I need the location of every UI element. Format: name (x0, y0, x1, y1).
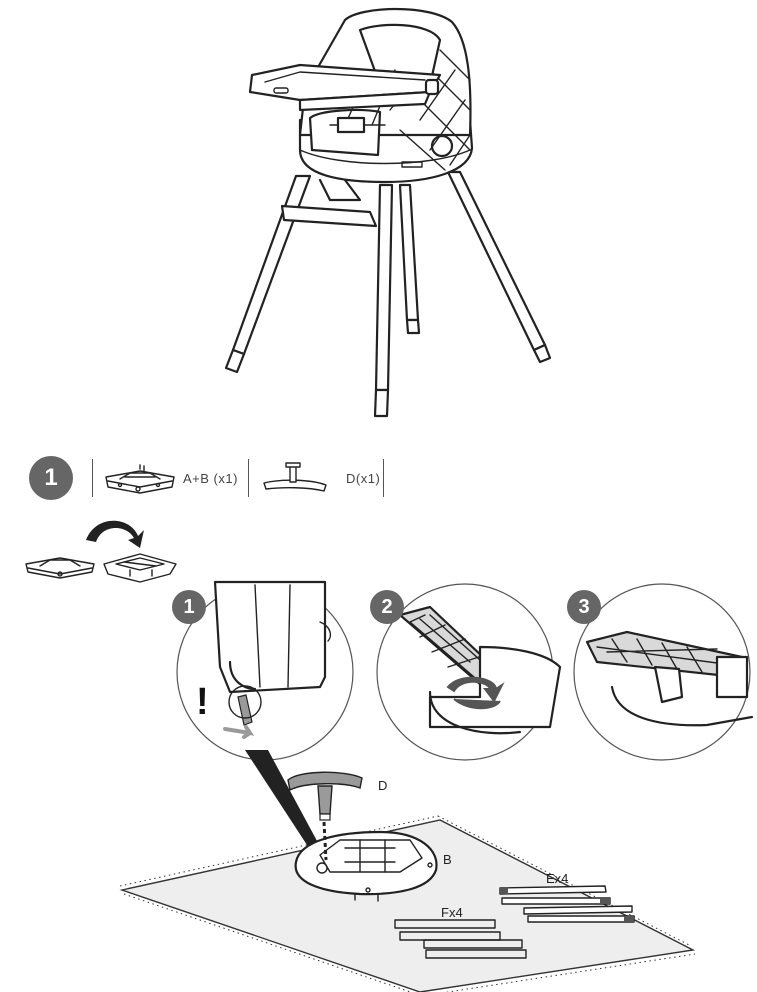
callout-label-f: Fx4 (441, 905, 463, 920)
detail-pointer (245, 750, 330, 868)
base-part-b (294, 830, 438, 902)
stand-part-icon (263, 462, 327, 492)
base-upright (25, 557, 95, 579)
base-flipped (103, 553, 177, 583)
detail-circle-2 (376, 583, 562, 761)
stand-part-d (287, 771, 363, 861)
callout-label-e: Ex4 (546, 871, 569, 886)
warning-exclamation-icon: ! (196, 681, 209, 723)
chair-legs (224, 170, 552, 418)
detail-circle-1 (176, 580, 354, 761)
rods-f (394, 919, 527, 959)
step-number: 1 (44, 464, 58, 491)
high-chair-illustration (224, 7, 552, 418)
part-label-a-b: A+B (x1) (183, 471, 238, 486)
tray (248, 63, 442, 112)
sub-step-badge-2 (370, 590, 404, 624)
sub-step-number-2: 2 (381, 596, 393, 618)
divider (92, 459, 93, 497)
footrest (280, 178, 378, 228)
assembly-scene (119, 750, 696, 992)
rods-e (499, 885, 635, 923)
part-label-d: D(x1) (346, 471, 381, 486)
step-number-badge (29, 456, 73, 500)
detail-circle-3 (573, 583, 754, 761)
flip-base-illustration (25, 520, 177, 583)
sub-step-badge-1 (172, 590, 206, 624)
sub-step-number-1: 1 (183, 596, 195, 618)
callout-label-d: D (378, 778, 388, 793)
divider (248, 459, 249, 497)
rotate-arrow-icon (86, 520, 144, 548)
callout-label-b: B (443, 852, 452, 867)
divider (383, 459, 384, 497)
step-header: 1 A+B (x1) D(x1) (28, 453, 398, 503)
sub-step-number-3: 3 (578, 596, 590, 618)
rotate-arrow-double-icon (446, 676, 505, 710)
base-part-icon (105, 464, 175, 494)
sub-step-badge-3 (567, 590, 601, 624)
